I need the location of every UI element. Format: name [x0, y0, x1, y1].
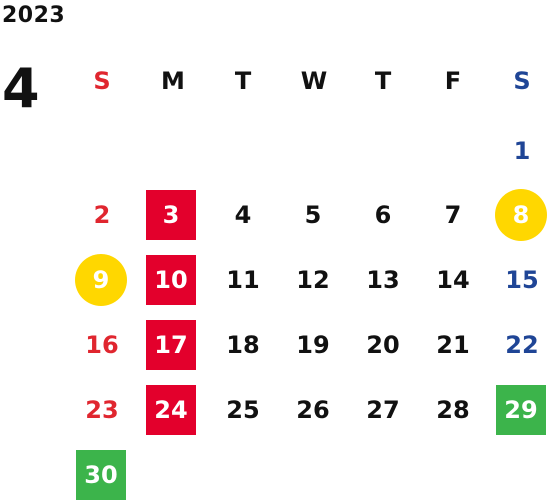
day-cell-holiday[interactable]: 24 [146, 385, 196, 435]
day-cell-event[interactable]: 8 [495, 189, 547, 241]
day-cell[interactable]: 6 [374, 201, 392, 229]
day-cell-event[interactable]: 9 [75, 254, 127, 306]
weekday-wed: W [300, 67, 328, 95]
day-cell[interactable]: 19 [296, 331, 330, 359]
day-cell[interactable]: 28 [436, 396, 470, 424]
day-cell[interactable]: 16 [85, 331, 119, 359]
month-number: 4 [2, 57, 40, 120]
day-cell[interactable]: 26 [296, 396, 330, 424]
year-label: 2023 [2, 3, 66, 28]
weekday-tue: T [234, 67, 252, 95]
day-cell[interactable]: 27 [366, 396, 400, 424]
day-cell[interactable]: 12 [296, 266, 330, 294]
day-cell[interactable]: 5 [304, 201, 322, 229]
day-cell[interactable]: 14 [436, 266, 470, 294]
day-cell[interactable]: 2 [93, 201, 111, 229]
day-cell[interactable]: 20 [366, 331, 400, 359]
day-cell[interactable]: 15 [505, 266, 539, 294]
day-cell[interactable]: 13 [366, 266, 400, 294]
day-cell[interactable]: 21 [436, 331, 470, 359]
weekday-thu: T [374, 67, 392, 95]
weekday-mon: M [161, 67, 185, 95]
day-cell[interactable]: 23 [85, 396, 119, 424]
day-cell[interactable]: 18 [226, 331, 260, 359]
day-cell-closed[interactable]: 30 [76, 450, 126, 500]
day-cell[interactable]: 1 [513, 137, 531, 165]
day-cell[interactable]: 4 [234, 201, 252, 229]
day-cell[interactable]: 7 [444, 201, 462, 229]
weekday-sun: S [93, 67, 111, 95]
day-cell-closed[interactable]: 29 [496, 385, 546, 435]
day-cell[interactable]: 25 [226, 396, 260, 424]
day-cell-holiday[interactable]: 10 [146, 255, 196, 305]
day-cell-holiday[interactable]: 17 [146, 320, 196, 370]
weekday-fri: F [444, 67, 462, 95]
day-cell[interactable]: 11 [226, 266, 260, 294]
day-cell-holiday[interactable]: 3 [146, 190, 196, 240]
day-cell[interactable]: 22 [505, 331, 539, 359]
weekday-sat: S [513, 67, 531, 95]
